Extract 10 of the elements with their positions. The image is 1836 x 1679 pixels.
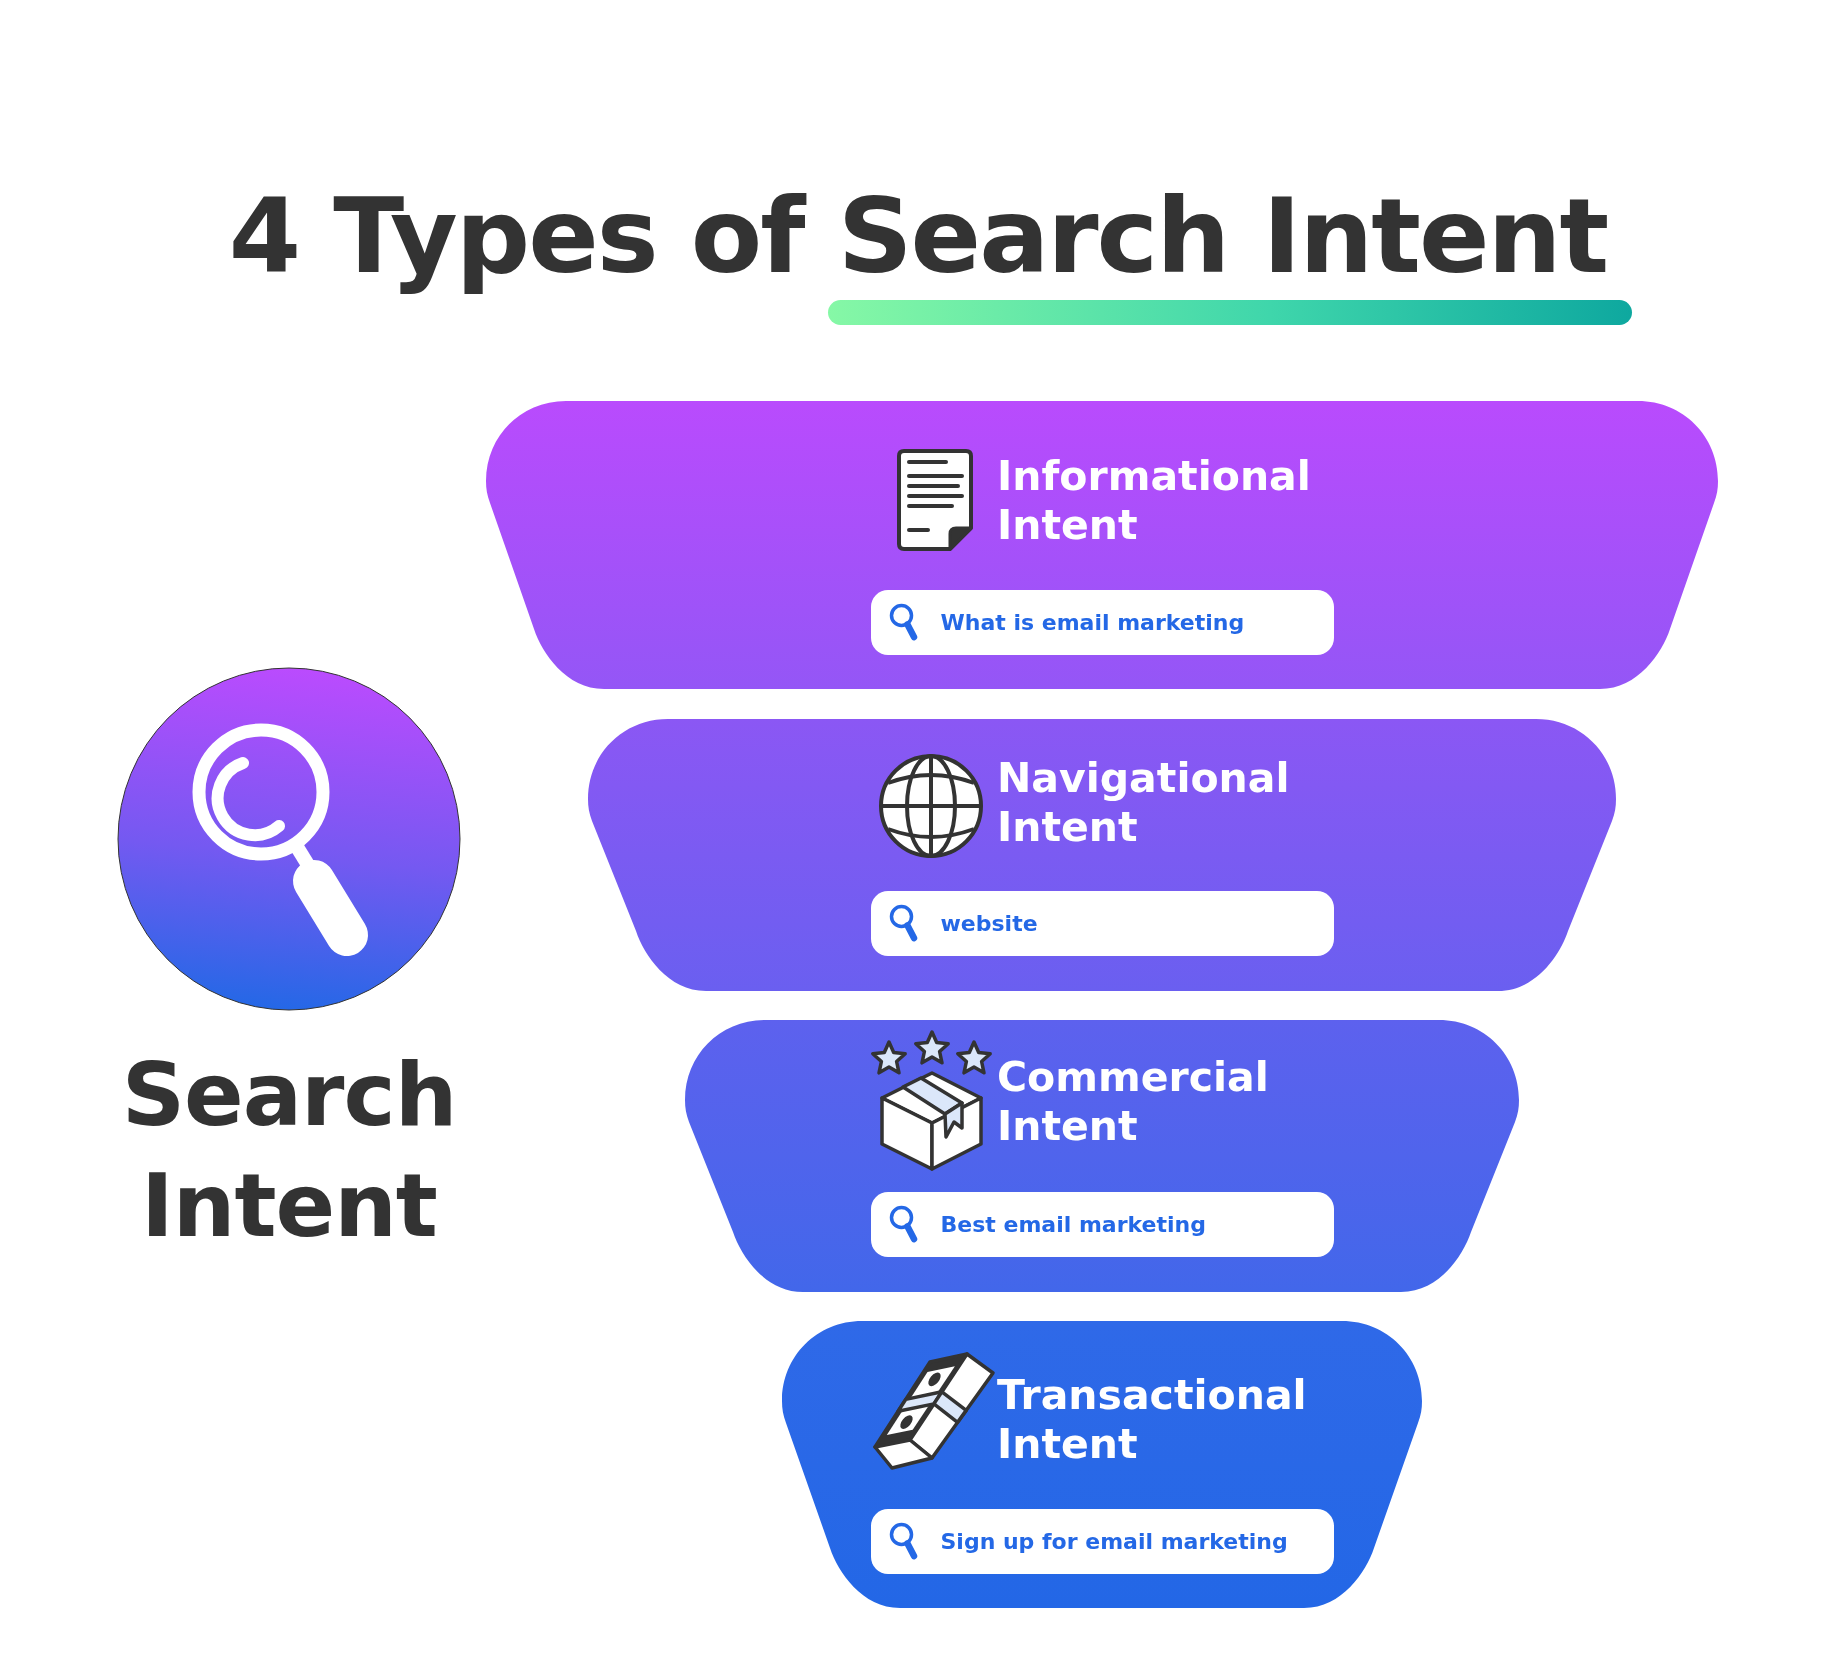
search-field: Best email marketing [870, 1192, 1334, 1257]
band-heading: Commercial Intent [997, 1053, 1270, 1151]
band-heading: Transactional Intent [997, 1371, 1308, 1469]
search-field: Sign up for email marketing [870, 1509, 1334, 1574]
band-heading: Navigational Intent [997, 754, 1291, 852]
side-heading: Search Intent [120, 1042, 458, 1259]
search-field: What is email marketing [870, 590, 1334, 655]
search-field: website [870, 891, 1334, 956]
band-heading: Informational Intent [997, 452, 1312, 550]
title: 4 Types of Search Intent [228, 176, 1608, 298]
